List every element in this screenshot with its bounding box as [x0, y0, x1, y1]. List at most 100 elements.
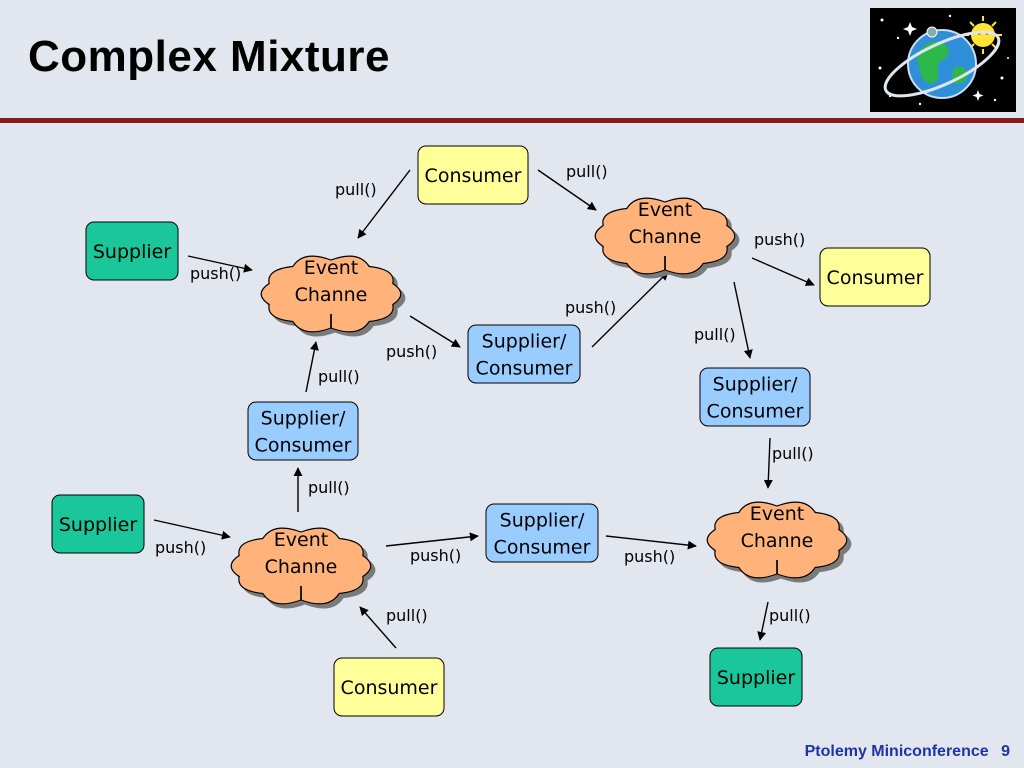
edge-arrow — [305, 341, 319, 393]
supplier-consumer-box — [247, 401, 359, 461]
edge-sc-middle-bottom-to-ec-right-bottom: push() — [605, 535, 697, 566]
edge-label: pull() — [566, 162, 608, 181]
edge-consumer-top-to-ec-right-top: pull() — [537, 162, 608, 211]
event-channel-cloud — [260, 255, 402, 333]
edge-arrow — [757, 601, 769, 641]
edge-arrow — [591, 271, 669, 348]
event-channel-cloud — [594, 197, 736, 275]
page-number: 9 — [1001, 743, 1010, 760]
edge-arrow — [763, 437, 773, 489]
node-label: l — [298, 583, 303, 605]
node-label: Channe — [741, 530, 814, 552]
edge-label: push() — [624, 547, 675, 566]
edge-label: push() — [754, 230, 805, 249]
node-consumer-top: Consumer — [417, 145, 529, 205]
node-label: Supplier/ — [713, 374, 798, 396]
edge-ec-right-top-to-sc-right-mid: pull() — [694, 281, 753, 359]
footer-text: Ptolemy Miniconference — [804, 743, 989, 760]
edge-sc-left-mid-to-ec-left-top: pull() — [305, 341, 360, 393]
consumer-box — [333, 657, 445, 717]
stars — [878, 14, 1009, 106]
node-label: Consumer — [476, 358, 573, 380]
edge-ec-left-bottom-to-sc-left-mid: pull() — [293, 467, 350, 512]
edge-ec-right-top-to-consumer-right: push() — [751, 230, 815, 286]
edge-label: push() — [410, 546, 461, 565]
nodes-layer: ConsumerSupplierEventChannelEventChannel… — [51, 145, 931, 717]
edge-arrow — [153, 519, 231, 540]
node-label: Supplier — [93, 241, 171, 263]
supplier-consumer-box — [467, 324, 581, 384]
supplier-box — [85, 221, 179, 281]
node-label: l — [774, 557, 779, 579]
node-label: l — [328, 311, 333, 333]
event-channel-cloud — [230, 527, 372, 605]
edge-label: pull() — [308, 478, 350, 497]
edge-arrow — [359, 606, 397, 649]
node-supplier-left-1: Supplier — [85, 221, 179, 281]
consumer-box — [819, 247, 931, 307]
node-label: Consumer — [494, 537, 591, 559]
node-supplier-left-2: Supplier — [51, 494, 145, 554]
node-sc-middle-bottom: Supplier/Consumer — [485, 503, 599, 563]
node-consumer-right: Consumer — [819, 247, 931, 307]
node-sc-left-mid: Supplier/Consumer — [247, 401, 359, 461]
edge-arrow — [605, 535, 697, 550]
supplier-box — [709, 647, 803, 707]
edge-sc-middle-top-to-ec-right-top: push() — [565, 271, 669, 348]
node-label: Consumer — [425, 165, 522, 187]
slide-title: Complex Mixture — [28, 32, 391, 81]
edge-supplier-left-2-to-ec-left-bottom: push() — [153, 519, 231, 557]
node-label: Event — [750, 503, 804, 525]
edge-ec-left-top-to-sc-middle-top: push() — [386, 315, 461, 361]
edge-label: push() — [386, 342, 437, 361]
edge-label: pull() — [694, 325, 736, 344]
edge-label: pull() — [386, 606, 428, 625]
node-sc-middle-top: Supplier/Consumer — [467, 324, 581, 384]
node-supplier-bottom-right: Supplier — [709, 647, 803, 707]
edge-consumer-bottom-to-ec-left-bottom: pull() — [359, 606, 428, 649]
edge-arrow — [537, 169, 597, 211]
edge-arrow — [751, 257, 815, 286]
node-label: Consumer — [827, 267, 924, 289]
event-channel-cloud — [706, 501, 848, 579]
edge-ec-left-bottom-to-sc-middle-bottom: push() — [385, 532, 479, 565]
edge-arrow — [385, 532, 479, 547]
edge-label: pull() — [335, 180, 377, 199]
edge-ec-right-bottom-to-supplier-bottom-right: pull() — [757, 601, 811, 641]
edge-label: push() — [565, 298, 616, 317]
node-label: Event — [638, 199, 692, 221]
node-label: Consumer — [341, 677, 438, 699]
node-label: Event — [304, 257, 358, 279]
edge-consumer-top-to-ec-left-top: pull() — [335, 169, 411, 239]
edge-label: push() — [190, 264, 241, 283]
node-sc-right-mid: Supplier/Consumer — [699, 367, 811, 427]
edge-label: pull() — [769, 606, 811, 625]
supplier-box — [51, 494, 145, 554]
node-label: l — [662, 253, 667, 275]
supplier-consumer-box — [485, 503, 599, 563]
edge-sc-right-mid-to-ec-right-bottom: pull() — [763, 437, 814, 489]
node-label: Supplier/ — [261, 408, 346, 430]
globe-planet-icon — [870, 8, 1016, 112]
edge-arrow — [357, 169, 411, 239]
node-label: Channe — [629, 226, 702, 248]
footer: Ptolemy Miniconference 9 — [805, 743, 1010, 761]
edge-label: pull() — [318, 367, 360, 386]
node-label: Channe — [265, 556, 338, 578]
edge-arrow — [409, 315, 461, 348]
node-label: Supplier/ — [500, 510, 585, 532]
edge-label: push() — [155, 538, 206, 557]
edge-label: pull() — [772, 444, 814, 463]
node-label: Consumer — [707, 401, 804, 423]
edge-arrow — [187, 255, 253, 273]
node-label: Consumer — [255, 435, 352, 457]
node-label: Channe — [295, 284, 368, 306]
node-consumer-bottom: Consumer — [333, 657, 445, 717]
node-label: Event — [274, 529, 328, 551]
consumer-box — [417, 145, 529, 205]
